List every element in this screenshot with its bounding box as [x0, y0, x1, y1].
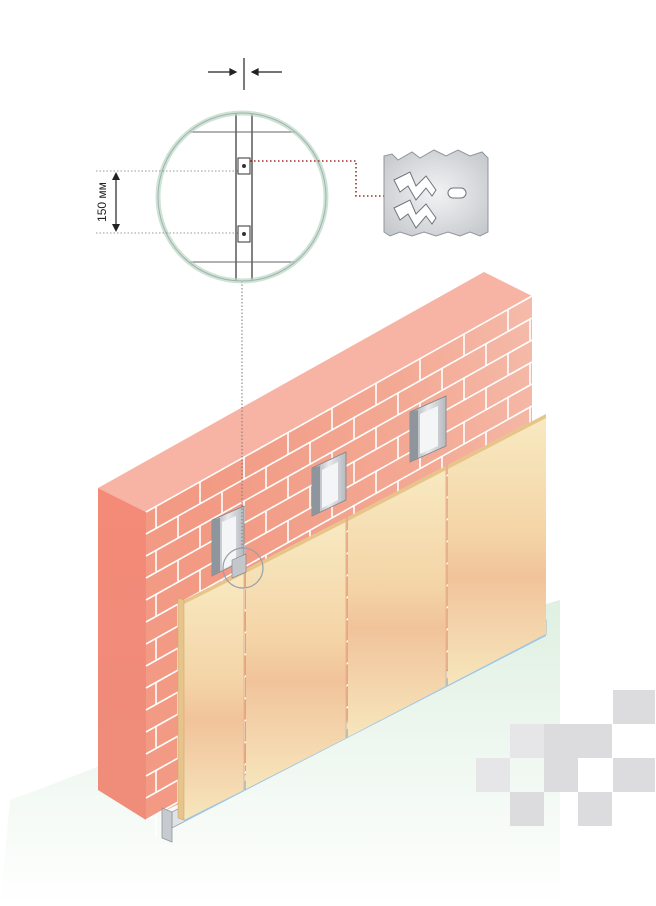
- floor-track-lip: [161, 807, 173, 843]
- drywall-panel-2: [246, 518, 347, 789]
- width-dimension-marker: [208, 58, 282, 90]
- clip-in-focus: [231, 553, 247, 579]
- clip-leader-line: [250, 160, 386, 197]
- spacing-dimension-label: 150 мм: [95, 182, 109, 222]
- metal-stud-profile-3: [409, 395, 447, 463]
- drywall-panel-3: [348, 466, 447, 737]
- detail-focus-circle: [222, 547, 264, 589]
- drywall-panel-4: [448, 414, 546, 685]
- zoom-circle: [155, 110, 329, 284]
- metal-stud-profile-2: [311, 451, 347, 517]
- drywall-panel-edge: [177, 597, 185, 821]
- wall-side: [98, 488, 146, 820]
- wall-clip-bracket-icon: [383, 149, 489, 237]
- checker-logo: [476, 690, 655, 826]
- drywall-panel-1: [184, 570, 245, 820]
- spacing-dimension: [96, 170, 238, 234]
- wall-top: [98, 272, 532, 512]
